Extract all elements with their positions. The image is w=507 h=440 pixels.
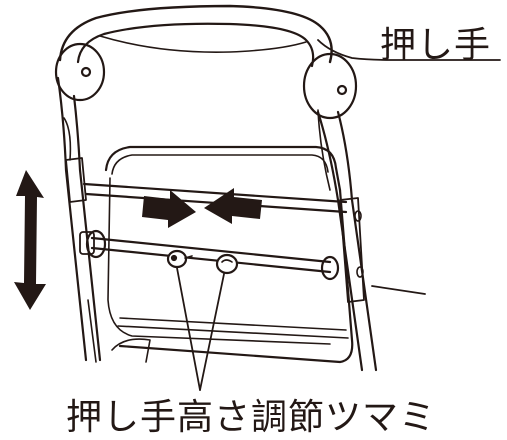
rod-left-cap — [85, 229, 107, 259]
handle-label: 押し手 — [380, 25, 492, 66]
rod-right-cap — [320, 255, 340, 281]
seat-back-frame-left — [107, 177, 331, 345]
seat-back-frame-top — [104, 145, 342, 192]
seat-lower-bar-2 — [117, 325, 349, 339]
handle-bar-outer — [58, 4, 333, 64]
ground-line — [371, 285, 426, 295]
left-upright-inner — [72, 94, 102, 362]
right-sleeve-hole — [354, 210, 362, 222]
adjust-rod-top — [90, 236, 332, 264]
right-upright-outer — [316, 110, 364, 372]
left-upright-lower — [87, 299, 97, 363]
right-hinge-pin — [336, 84, 348, 96]
height-adjust-knob-label: 押し手高さ調節ツマミ — [66, 397, 437, 438]
adjust-knob-right — [215, 253, 239, 275]
adjust-knob-left — [166, 249, 188, 269]
left-sleeve — [65, 157, 87, 203]
height-arrow-icon — [14, 170, 46, 310]
knob-leader-left — [176, 267, 201, 391]
right-sleeve — [339, 197, 365, 303]
adjust-knob-right-ridge — [221, 259, 233, 263]
handle-leader-line — [317, 39, 501, 61]
right-cable — [317, 109, 331, 191]
adjust-rod-bottom — [90, 246, 332, 274]
squeeze-arrow-right-icon — [204, 188, 262, 224]
seat-corner — [111, 338, 151, 363]
handle-bar-fold — [99, 35, 307, 53]
right-sleeve-hole-2 — [356, 266, 364, 278]
left-upright-outer — [56, 76, 88, 362]
seat-lower-bar — [119, 317, 347, 331]
seat-back-frame-side — [118, 188, 354, 364]
left-cable — [63, 117, 72, 161]
seat-back-frame-inner — [111, 154, 329, 175]
left-hinge-pin — [80, 66, 92, 78]
adjust-knob-left-tab — [184, 255, 193, 259]
rod-left-collar — [79, 231, 95, 255]
knob-leader-right — [199, 273, 225, 391]
upper-crossbar-top — [82, 182, 348, 204]
handle-bar-inner — [76, 22, 315, 68]
adjust-knob-left-dot — [170, 254, 178, 262]
squeeze-arrow-left-icon — [142, 190, 196, 228]
left-hinge — [54, 42, 106, 102]
right-hinge — [302, 52, 358, 120]
